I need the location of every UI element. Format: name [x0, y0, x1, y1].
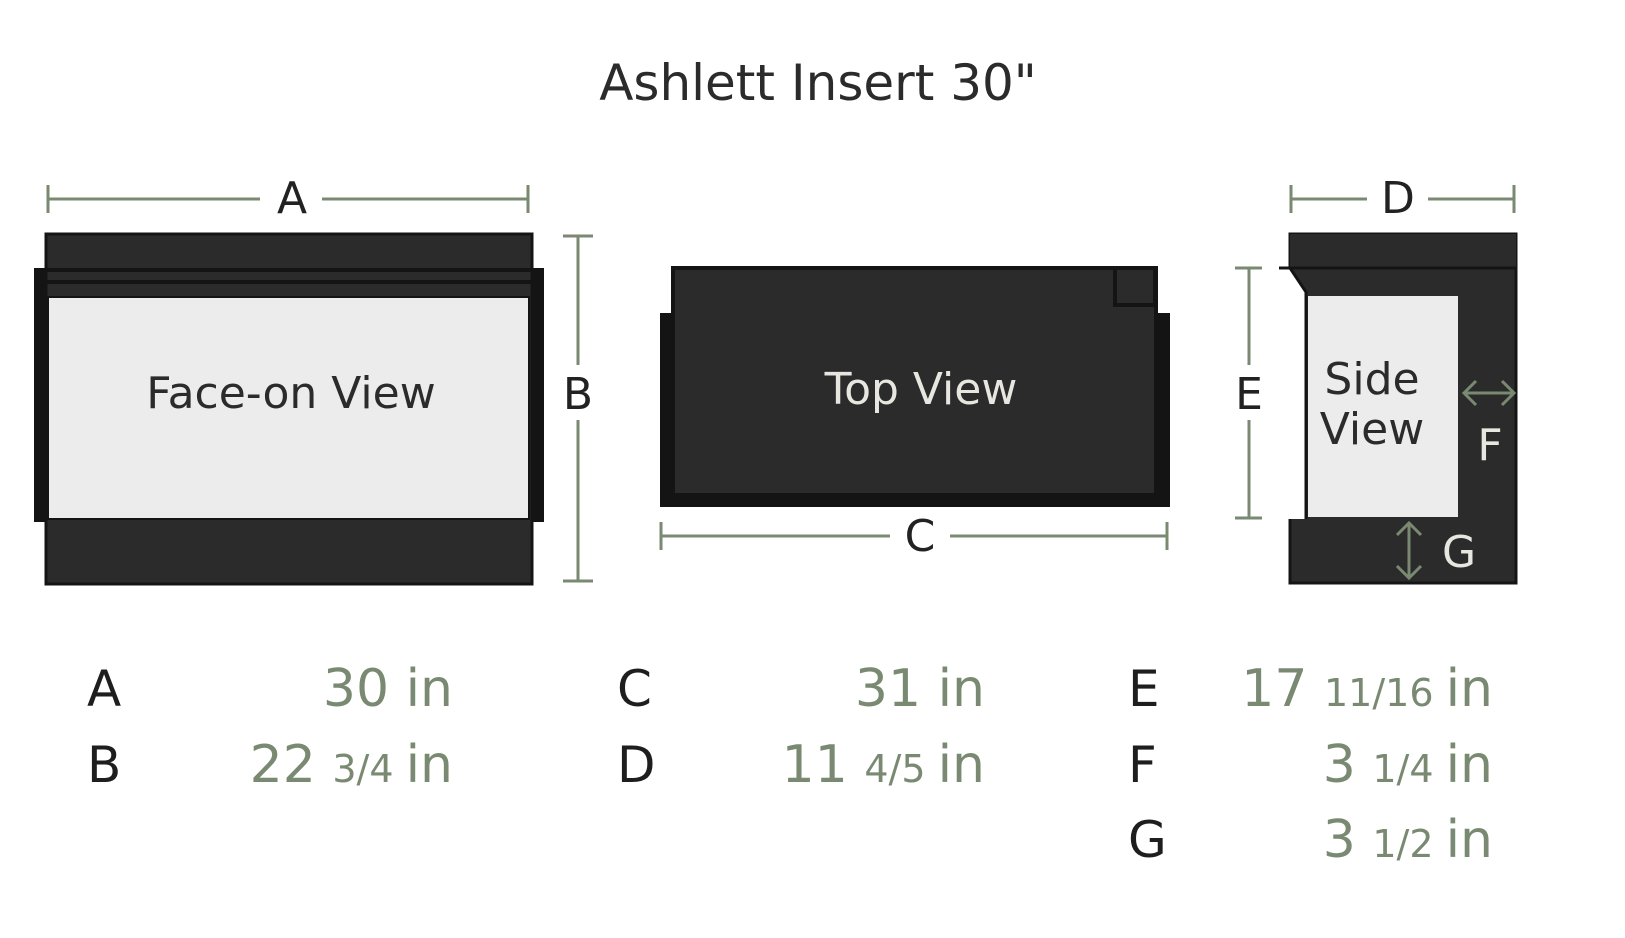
side-view-label-line1: Side [1324, 354, 1419, 405]
side-view-label-line2: View [1320, 404, 1424, 455]
dimension-c-label: C [905, 511, 936, 562]
dimension-d-label: D [1381, 173, 1415, 224]
dimension-row-value: 30 in [323, 659, 453, 719]
dimension-row-value: 17 11/16 in [1241, 659, 1493, 719]
dimension-d [1289, 185, 1516, 213]
dimension-a [46, 185, 530, 213]
dimension-row-letter: D [617, 736, 656, 794]
dimension-row-letter: E [1128, 660, 1160, 718]
dimension-g-arrow [1395, 520, 1423, 581]
dimension-row-value: 22 3/4 in [250, 735, 453, 795]
dimension-b [563, 234, 593, 583]
side-view: Side View [1279, 232, 1518, 585]
diagram-title: Ashlett Insert 30" [599, 54, 1037, 112]
top-body [671, 266, 1158, 497]
dimension-row-value: 3 1/4 in [1323, 735, 1493, 795]
dimension-b-label: B [563, 369, 593, 420]
face-glass-panel [47, 296, 530, 520]
side-glass-panel [1308, 296, 1458, 517]
top-view: Top View [660, 266, 1170, 507]
face-view-label: Face-on View [146, 368, 435, 419]
dimension-e [1235, 266, 1262, 520]
dimension-f-arrow [1461, 379, 1517, 407]
face-on-view: Face-on View [34, 232, 544, 586]
side-cutout [1279, 268, 1306, 519]
dimension-row-value: 11 4/5 in [782, 735, 985, 795]
dimension-row-letter: F [1128, 736, 1157, 794]
dimension-table: A 30 in B 22 3/4 in C 31 in D 11 4/5 in E 17 11/1… [87, 659, 1493, 870]
dimension-row-letter: C [617, 660, 652, 718]
dimension-f-label: F [1477, 420, 1502, 471]
dimension-e-label: E [1235, 369, 1263, 420]
top-corner-notch [1113, 266, 1157, 307]
dimension-row-letter: A [87, 660, 121, 718]
dimension-a-label: A [277, 173, 307, 224]
dimension-row-value: 3 1/2 in [1323, 810, 1493, 870]
dimension-row-value: 31 in [855, 659, 985, 719]
top-view-label: Top View [824, 364, 1018, 415]
dimension-g-label: G [1442, 527, 1476, 578]
side-top-cap [1290, 234, 1516, 268]
dimension-row-letter: G [1128, 811, 1167, 869]
side-profile-edge [1279, 266, 1308, 519]
dimension-row-letter: B [87, 736, 121, 794]
dimension-c [659, 522, 1169, 550]
